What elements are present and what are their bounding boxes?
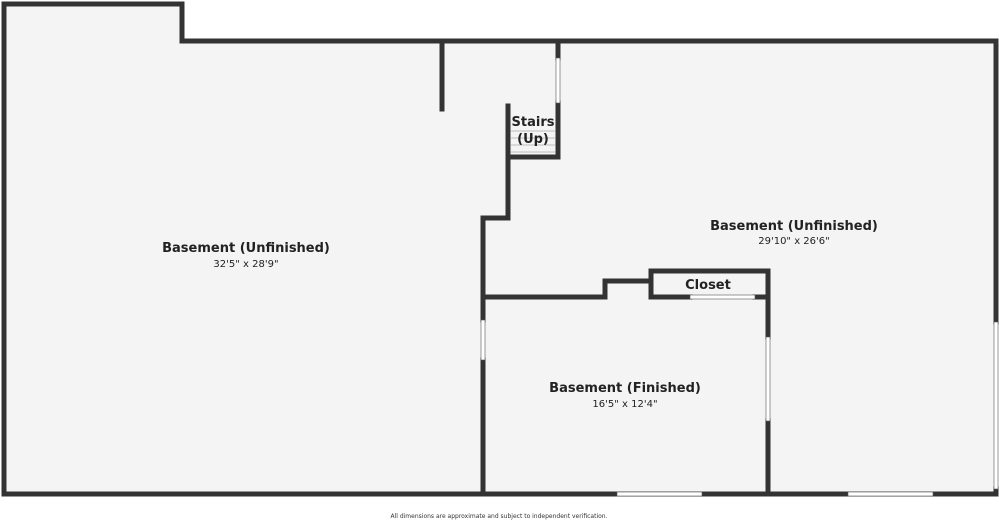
disclaimer-text: All dimensions are approximate and subje… — [390, 513, 607, 520]
opening-closet-door — [689, 294, 756, 300]
closet-walls — [648, 268, 771, 300]
room-name-finished: Basement (Finished) — [549, 381, 701, 396]
exterior-wall-top-left — [1, 1, 999, 497]
stairs-label-line2: (Up) — [517, 132, 549, 147]
walls — [1, 1, 999, 497]
opening-finished-room-right — [765, 336, 771, 422]
stairs-enclosure — [505, 100, 561, 160]
room-name-left: Basement (Unfinished) — [162, 241, 330, 256]
dividing-wall — [480, 103, 511, 323]
room-name-closet: Closet — [685, 278, 731, 293]
stairs-label-line1: Stairs — [512, 115, 555, 130]
finished-room-top-wall — [480, 278, 654, 300]
room-name-right: Basement (Unfinished) — [710, 219, 878, 234]
openings — [480, 57, 999, 497]
window-bottom-finished — [616, 491, 703, 497]
stair-treads — [511, 130, 555, 153]
opening-dividing-wall — [480, 319, 486, 361]
window-bottom-right — [847, 491, 934, 497]
opening-top-stairs — [555, 57, 561, 104]
floor-area — [4, 4, 996, 494]
opening-right-exterior — [993, 321, 999, 490]
room-dimensions-right: 29'10" x 26'6" — [758, 236, 830, 247]
room-dimensions-finished: 16'5" x 12'4" — [592, 399, 657, 410]
room-dimensions-left: 32'5" x 28'9" — [213, 259, 278, 270]
